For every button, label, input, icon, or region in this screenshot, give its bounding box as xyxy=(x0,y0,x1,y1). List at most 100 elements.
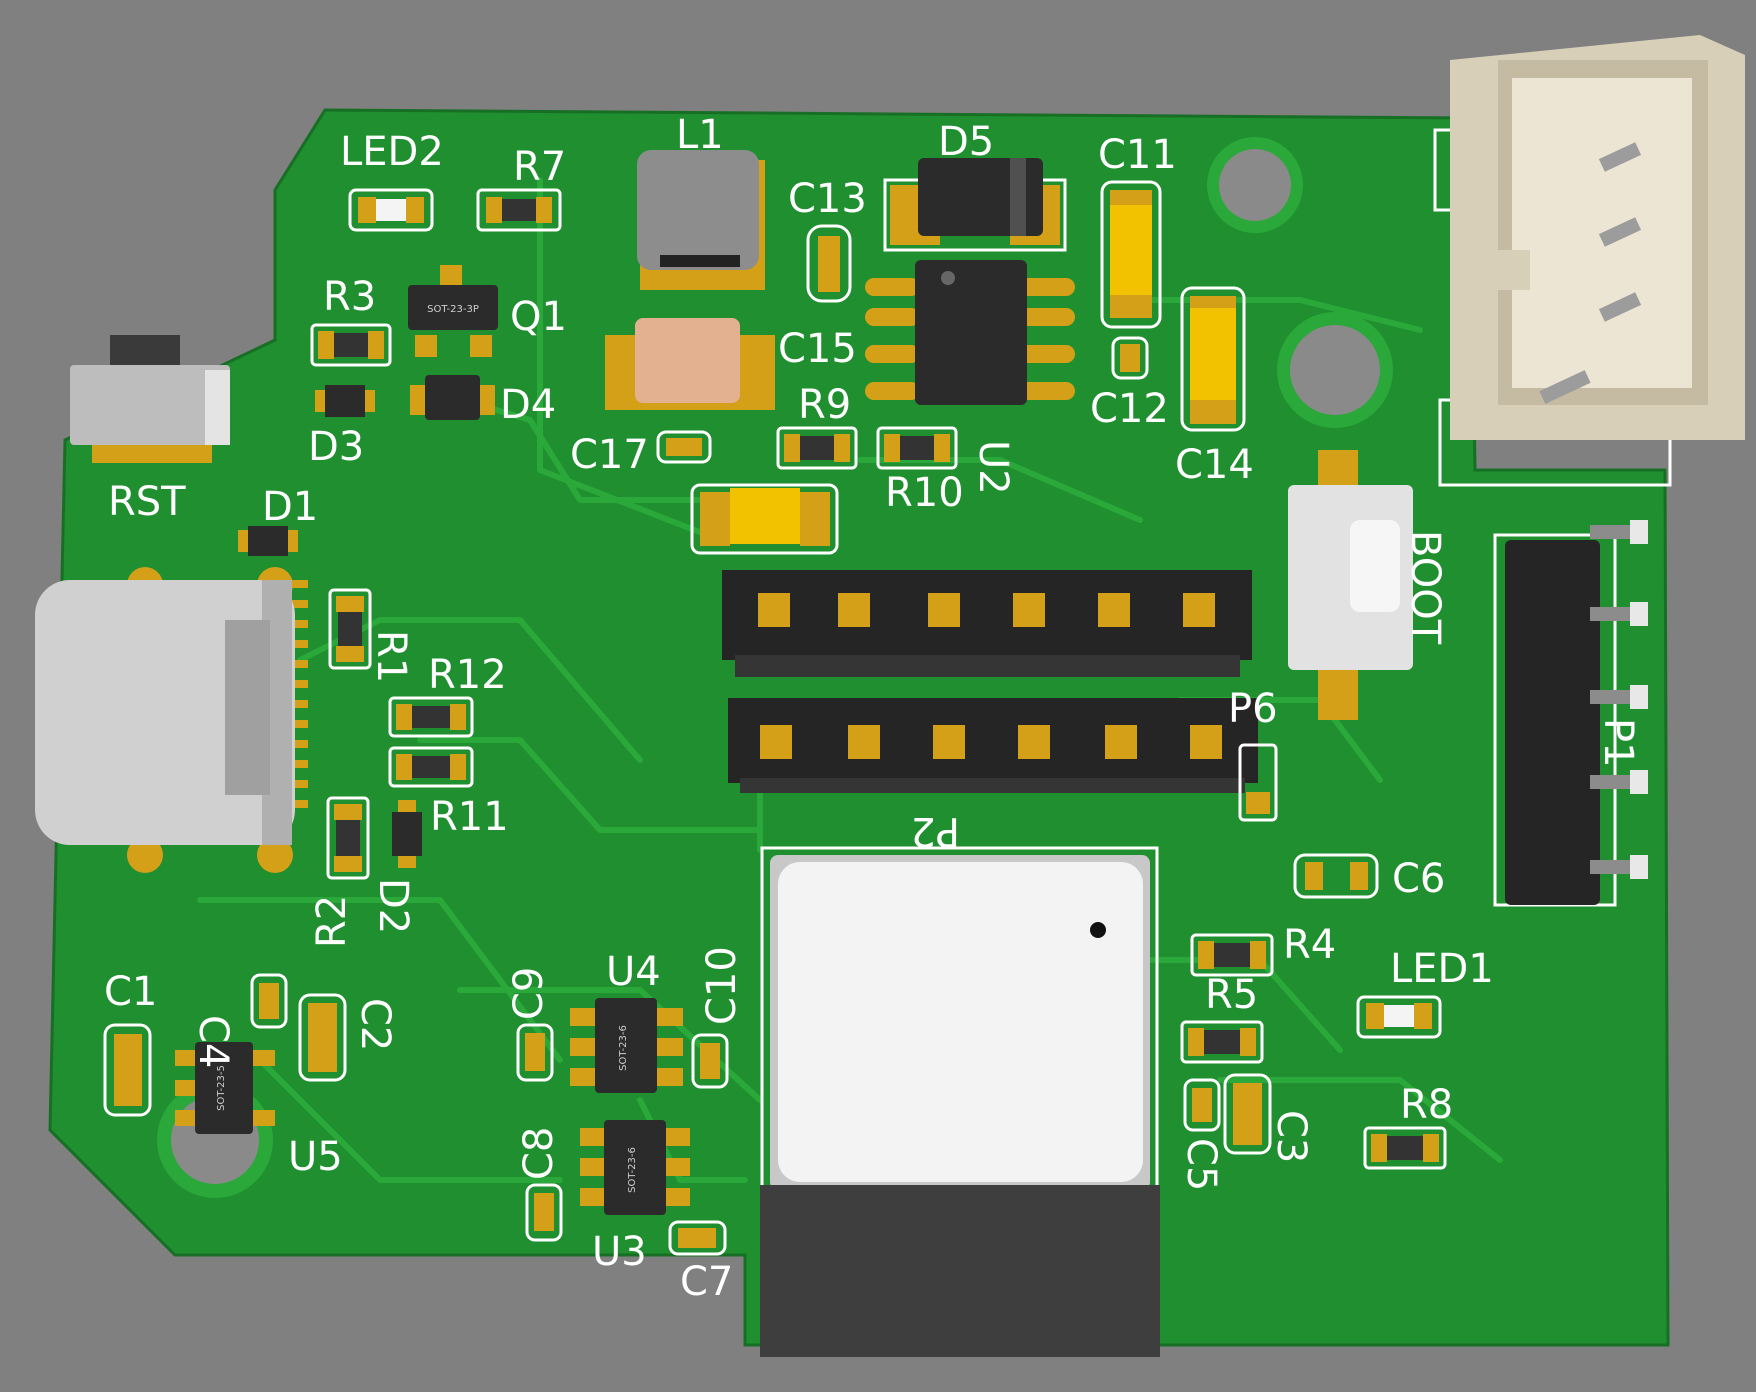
label-d3: D3 xyxy=(308,424,364,470)
label-r11: R11 xyxy=(430,794,509,840)
header-top xyxy=(722,570,1252,677)
c16-component xyxy=(690,483,839,555)
c17-component xyxy=(656,430,712,464)
label-p1: P1 xyxy=(1595,718,1641,768)
label-led2: LED2 xyxy=(340,129,444,175)
c8-component xyxy=(525,1183,563,1242)
p1-header xyxy=(1493,520,1648,907)
label-r9: R9 xyxy=(798,382,851,428)
label-r5: R5 xyxy=(1205,972,1258,1018)
led1-component xyxy=(1356,995,1442,1039)
label-u4: U4 xyxy=(606,949,661,995)
label-led1: LED1 xyxy=(1390,946,1494,992)
label-c4: C4 xyxy=(190,1015,236,1068)
label-r3: R3 xyxy=(323,274,376,320)
usb-c-connector xyxy=(35,567,308,873)
r2-component xyxy=(326,796,370,880)
u4-marking: SOT-23-6 xyxy=(618,1025,629,1071)
label-c1: C1 xyxy=(104,969,157,1015)
u5-marking: SOT-23-5 xyxy=(216,1065,227,1111)
r9-component xyxy=(776,426,858,470)
d2-component xyxy=(392,800,422,868)
d4-component xyxy=(410,375,495,420)
label-q1: Q1 xyxy=(510,294,567,340)
label-r10: R10 xyxy=(885,470,964,516)
label-c5: C5 xyxy=(1178,1138,1224,1191)
u3-marking: SOT-23-6 xyxy=(627,1147,638,1193)
label-c2: C2 xyxy=(352,998,398,1051)
p6-component xyxy=(1238,743,1278,822)
c15-component xyxy=(605,318,775,410)
label-l1: L1 xyxy=(676,112,724,158)
label-c14: C14 xyxy=(1175,442,1254,488)
q1-component: SOT-23-3P xyxy=(408,265,498,357)
label-r4: R4 xyxy=(1283,922,1336,968)
label-c15: C15 xyxy=(778,326,857,372)
d5-component xyxy=(883,158,1067,252)
label-r12: R12 xyxy=(428,652,507,698)
rst-switch xyxy=(70,335,230,463)
label-c13: C13 xyxy=(788,176,867,222)
header-p2-pins xyxy=(760,725,1222,759)
u4-component: SOT-23-6 xyxy=(570,998,683,1093)
r4-component xyxy=(1190,933,1274,977)
r1-component xyxy=(328,588,372,670)
c5-component xyxy=(1183,1078,1221,1132)
q1-marking: SOT-23-3P xyxy=(427,304,479,315)
label-r8: R8 xyxy=(1400,1082,1453,1128)
label-c12: C12 xyxy=(1090,386,1169,432)
c6-component xyxy=(1293,853,1379,899)
label-c17: C17 xyxy=(570,432,649,478)
c14-component xyxy=(1180,286,1246,432)
label-d5: D5 xyxy=(938,119,994,165)
u3-component: SOT-23-6 xyxy=(580,1120,690,1215)
c11-component xyxy=(1100,180,1162,329)
label-u3: U3 xyxy=(592,1229,647,1275)
label-rst: RST xyxy=(108,479,186,525)
r5-component xyxy=(1180,1020,1264,1064)
led2-component xyxy=(348,188,434,232)
d3-component xyxy=(315,385,375,417)
esp-module xyxy=(760,846,1160,1357)
boot-switch xyxy=(1288,450,1413,720)
label-boot: BOOT xyxy=(1402,530,1448,645)
label-r2: R2 xyxy=(309,895,355,948)
r12-component xyxy=(388,696,474,738)
c10-component xyxy=(691,1033,729,1089)
jst-connector xyxy=(1433,35,1745,487)
c3-component xyxy=(1223,1073,1272,1155)
c4-component xyxy=(250,973,288,1029)
label-c6: C6 xyxy=(1392,856,1445,902)
label-c3: C3 xyxy=(1268,1110,1314,1163)
label-c9: C9 xyxy=(506,967,552,1020)
label-u2: U2 xyxy=(970,440,1016,495)
mounting-holes xyxy=(157,137,1393,1198)
c7-component xyxy=(668,1220,727,1256)
c2-component xyxy=(298,993,347,1082)
label-c11: C11 xyxy=(1098,132,1177,178)
c12-component xyxy=(1111,336,1149,380)
u2-component xyxy=(865,260,1075,405)
d1-component xyxy=(238,526,298,556)
r10-component xyxy=(876,426,958,470)
c13-component xyxy=(806,224,852,303)
header-p2 xyxy=(728,698,1258,793)
label-r7: R7 xyxy=(513,144,566,190)
c1-component xyxy=(103,1023,152,1117)
label-u5: U5 xyxy=(288,1134,343,1180)
r11-component xyxy=(388,746,474,788)
r7-component xyxy=(476,188,562,232)
r3-component xyxy=(310,323,392,367)
r8-component xyxy=(1363,1126,1447,1170)
label-d1: D1 xyxy=(262,484,318,530)
c9-component xyxy=(516,1023,554,1082)
label-d4: D4 xyxy=(500,382,556,428)
u5-component: SOT-23-5 xyxy=(175,1042,275,1134)
label-p2: P2 xyxy=(910,808,960,854)
label-c7: C7 xyxy=(680,1259,733,1305)
label-d2: D2 xyxy=(370,878,416,934)
header-top-pins xyxy=(758,593,1215,627)
label-c10: C10 xyxy=(699,946,745,1025)
